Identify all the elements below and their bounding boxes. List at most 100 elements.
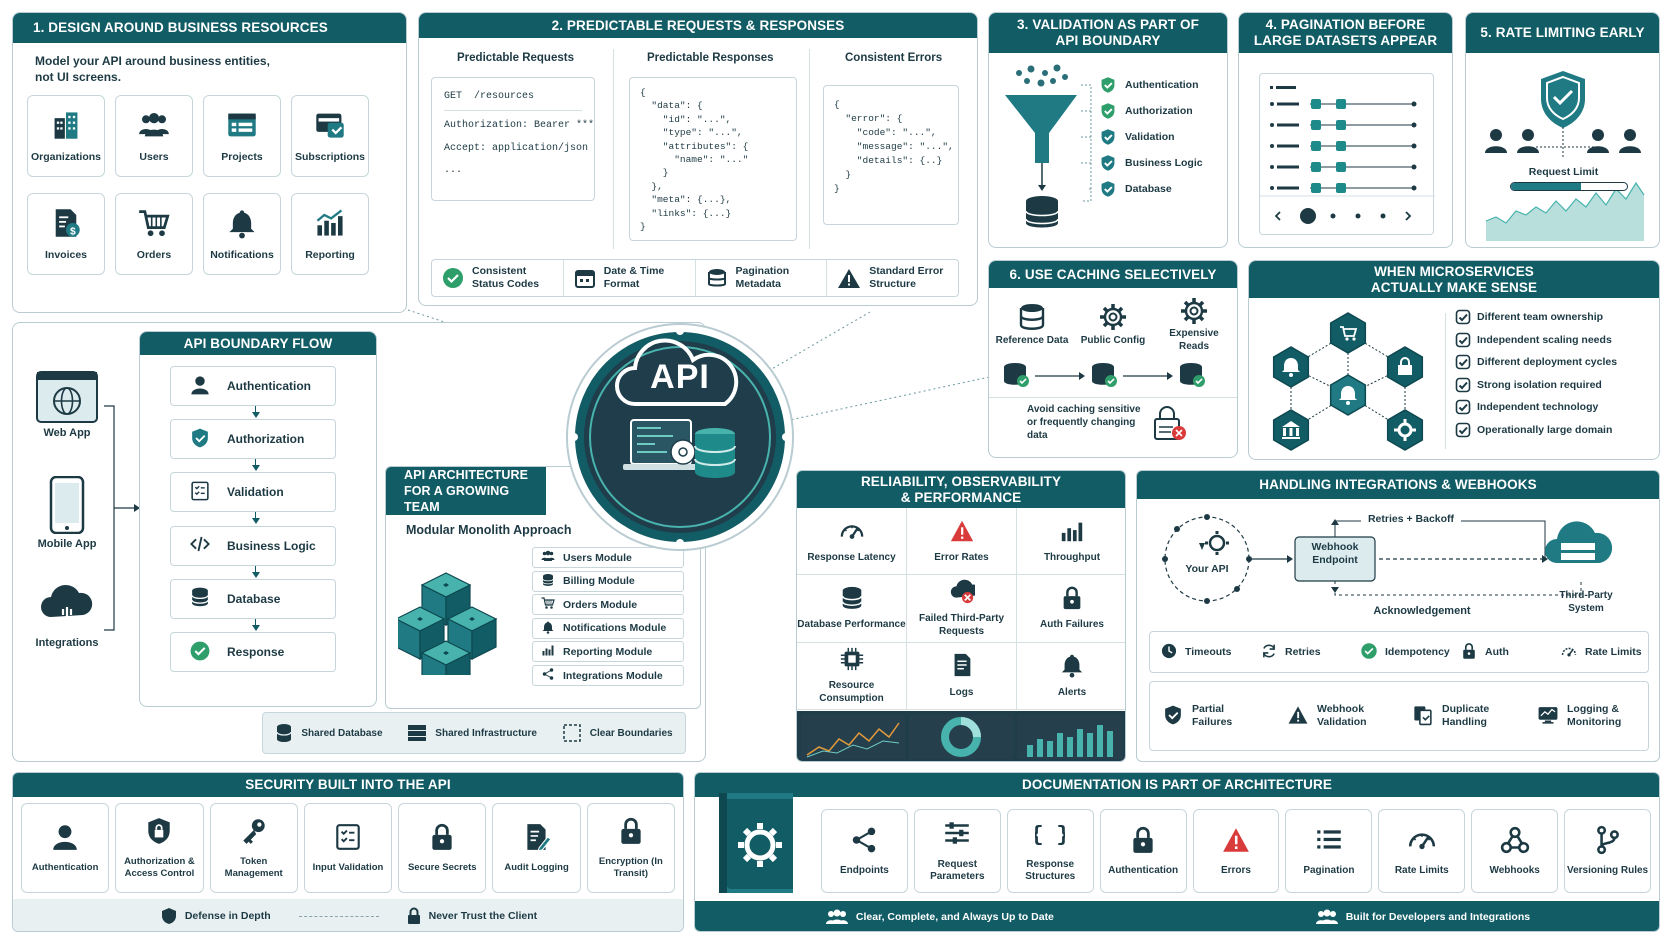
panel-caching: 6. USE CACHING SELECTIVELY Reference Dat… [988,260,1238,458]
criterion-label: Independent scaling needs [1477,333,1612,346]
cache-expensive-reads: Expensive Reads [1153,297,1235,353]
doc-pagination: Pagination [1285,809,1373,893]
footer-never-trust: Never Trust the Client [407,907,538,925]
microservice-criterion: Strong isolation required [1455,377,1602,393]
database-icon [1004,363,1029,387]
flow-step-validation: Validation [170,472,336,513]
warning-icon [949,518,975,549]
panel-title: API BOUNDARY FLOW [140,332,376,355]
branch-icon [1593,825,1623,860]
refresh-icon [1260,642,1278,663]
check-circle-icon [443,268,463,288]
concern-label: Timeouts [1185,646,1232,658]
service-hexagon [1272,346,1310,388]
flow-connector [255,565,256,574]
braces-icon: { } [1031,818,1070,853]
chart-icon [314,207,346,243]
panel-title: 5. RATE LIMITING EARLY [1466,13,1659,53]
building-icon [50,109,82,145]
third-party-label: Third-Party System [1559,590,1613,614]
footer-label: Defense in Depth [184,910,271,922]
security-label: Audit Logging [504,862,569,873]
warning-icon [1221,825,1251,860]
flow-arrow [252,624,260,631]
arch-footer: Shared Database Shared Infrastructure Cl… [262,712,686,754]
database-icon [839,585,865,616]
footer-pagination: Pagination Metadata [696,260,828,296]
divider [989,397,1237,398]
paginated-row [1270,162,1417,172]
request-code-block: GET /resources Authorization: Bearer ***… [431,77,595,201]
resource-card-projects[interactable]: Projects [203,95,281,177]
code-icon [189,533,211,558]
users-icon [1485,129,1641,153]
module-reporting-module: Reporting Module [532,641,684,663]
flow-step-label: Business Logic [227,538,316,553]
col-title-requests: Predictable Requests [457,52,574,64]
svg-text:$: $ [70,226,76,237]
users-icon [138,109,170,145]
module-label: Billing Module [563,575,635,588]
panel-pagination: 4. PAGINATION BEFORE LARGE DATASETS APPE… [1238,12,1453,248]
flow-arrow [252,518,260,525]
panel-predictable-requests: 2. PREDICTABLE REQUESTS & RESPONSES Pred… [418,12,978,306]
metrics-dashboard-strip [797,711,1125,761]
panel-title: DOCUMENTATION IS PART OF ARCHITECTURE [695,773,1659,797]
flow-connector [255,618,256,627]
module-integrations-module: Integrations Module [532,665,684,686]
paginated-row [1270,99,1417,109]
client-integrations: Integrations [22,578,112,654]
webhook-endpoint-label: Webhook Endpoint [1311,541,1359,566]
module-label: Users Module [563,551,632,564]
resource-card-subscriptions[interactable]: Subscriptions [291,95,369,177]
checkbox-checked-icon [1455,400,1471,415]
resource-card-organizations[interactable]: Organizations [27,95,105,177]
footer-label: Never Trust the Client [428,910,538,922]
doc-label: Webhooks [1489,865,1540,876]
metric-database-performance: Database Performance [797,575,907,643]
browser-globe-icon [36,370,98,423]
doc-label: Pagination [1303,865,1355,876]
subscriptions-icon [314,109,346,145]
panel-reliability: RELIABILITY, OBSERVABILITY & PERFORMANCE… [796,470,1126,762]
resource-card-notifications[interactable]: Notifications [203,193,281,275]
metric-label: Alerts [1057,686,1087,698]
criterion-label: Different deployment cycles [1477,356,1618,369]
warning-dark-icon [1287,704,1309,729]
api-hub-illustration [566,323,794,551]
resource-card-orders[interactable]: Orders [115,193,193,275]
footer-datetime: Date & Time Format [564,260,696,296]
resource-card-users[interactable]: Users [115,95,193,177]
validation-step-authorization: Authorization [1099,101,1193,121]
resource-label: Notifications [210,248,274,261]
check-circle-icon [189,640,211,665]
paginated-list-icon [1260,86,1435,224]
shield-icon [1101,155,1115,171]
metric-throughput: Throughput [1017,508,1125,576]
cloud-plug-icon [41,584,93,629]
security-secure-secrets: Secure Secrets [398,803,487,893]
cache-label: Reference Data [995,334,1069,346]
module-cube [398,606,446,660]
client-mobile-app: Mobile App [22,474,112,552]
divider [613,49,614,249]
concern-label: Duplicate Handling [1442,703,1490,728]
funnel-icon [1005,64,1077,228]
resource-card-reporting[interactable]: Reporting [291,193,369,275]
book-gear-icon [719,793,793,893]
error-code-block: { "error": { "code": "...", "message": "… [823,85,959,225]
resource-card-invoices[interactable]: $ Invoices [27,193,105,275]
footer-clear-boundaries: Clear Boundaries [562,723,673,743]
lock-document-icon [1154,406,1186,440]
audit-icon [522,822,552,856]
lock-icon [1128,825,1158,860]
footer-built-for-devs: Built for Developers and Integrations [1315,909,1530,925]
service-hexagon [1386,409,1424,451]
database-icon [276,724,293,742]
sliders-icon [942,818,972,853]
security-audit-logging: Audit Logging [492,803,581,893]
criterion-label: Independent technology [1477,401,1599,414]
bracket-connector [1081,84,1092,202]
concern-retries: Retries [1260,632,1321,672]
flow-step-authorization: Authorization [170,419,336,460]
